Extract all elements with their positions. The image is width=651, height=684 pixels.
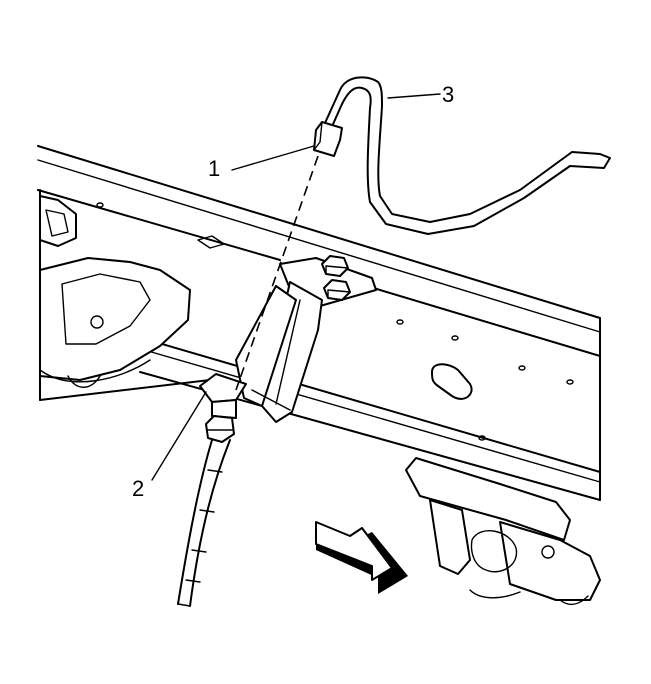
tube-nut [313,121,343,157]
frame-mount-left [39,189,191,401]
brake-hose [177,439,231,607]
callout-1: 1 [208,156,221,181]
callout-2: 2 [132,476,145,501]
alignment-line [235,155,319,391]
frame-crossmember [37,145,601,501]
bracket-fitting [199,373,247,443]
frame-mount-right [405,457,601,606]
callout-3: 3 [442,82,455,107]
front-direction-arrow-icon [315,521,408,594]
bracket-bolts [321,255,351,301]
leader-3 [387,93,441,99]
leader-1 [231,145,315,171]
leader-2 [151,391,207,481]
brake-pipe [319,76,611,235]
